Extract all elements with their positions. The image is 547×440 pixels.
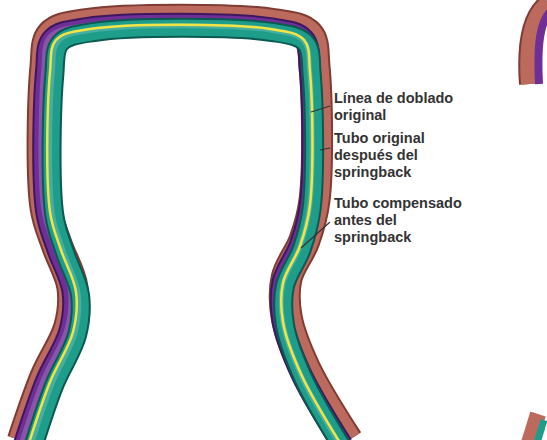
original-tube-after-springback-highlight (31, 26, 342, 440)
callout-label: Tubo original después del springback (333, 130, 455, 181)
callout-label: Línea de doblado original (333, 90, 471, 124)
original-bend-line (28, 25, 342, 440)
partial-inner-tube (538, 10, 547, 84)
leader-line (320, 148, 330, 150)
leader-line (311, 106, 330, 112)
partial-illustration (528, 4, 547, 440)
original-tube-after-springback (33, 28, 344, 440)
callout-label: Tubo compensado antes del springback (333, 195, 471, 246)
partial-tube-end-inner (536, 420, 544, 440)
original-tube-after-springback-edge (33, 28, 344, 440)
leader-line (301, 222, 330, 248)
leader-lines (301, 106, 330, 248)
tube-group (21, 18, 348, 440)
